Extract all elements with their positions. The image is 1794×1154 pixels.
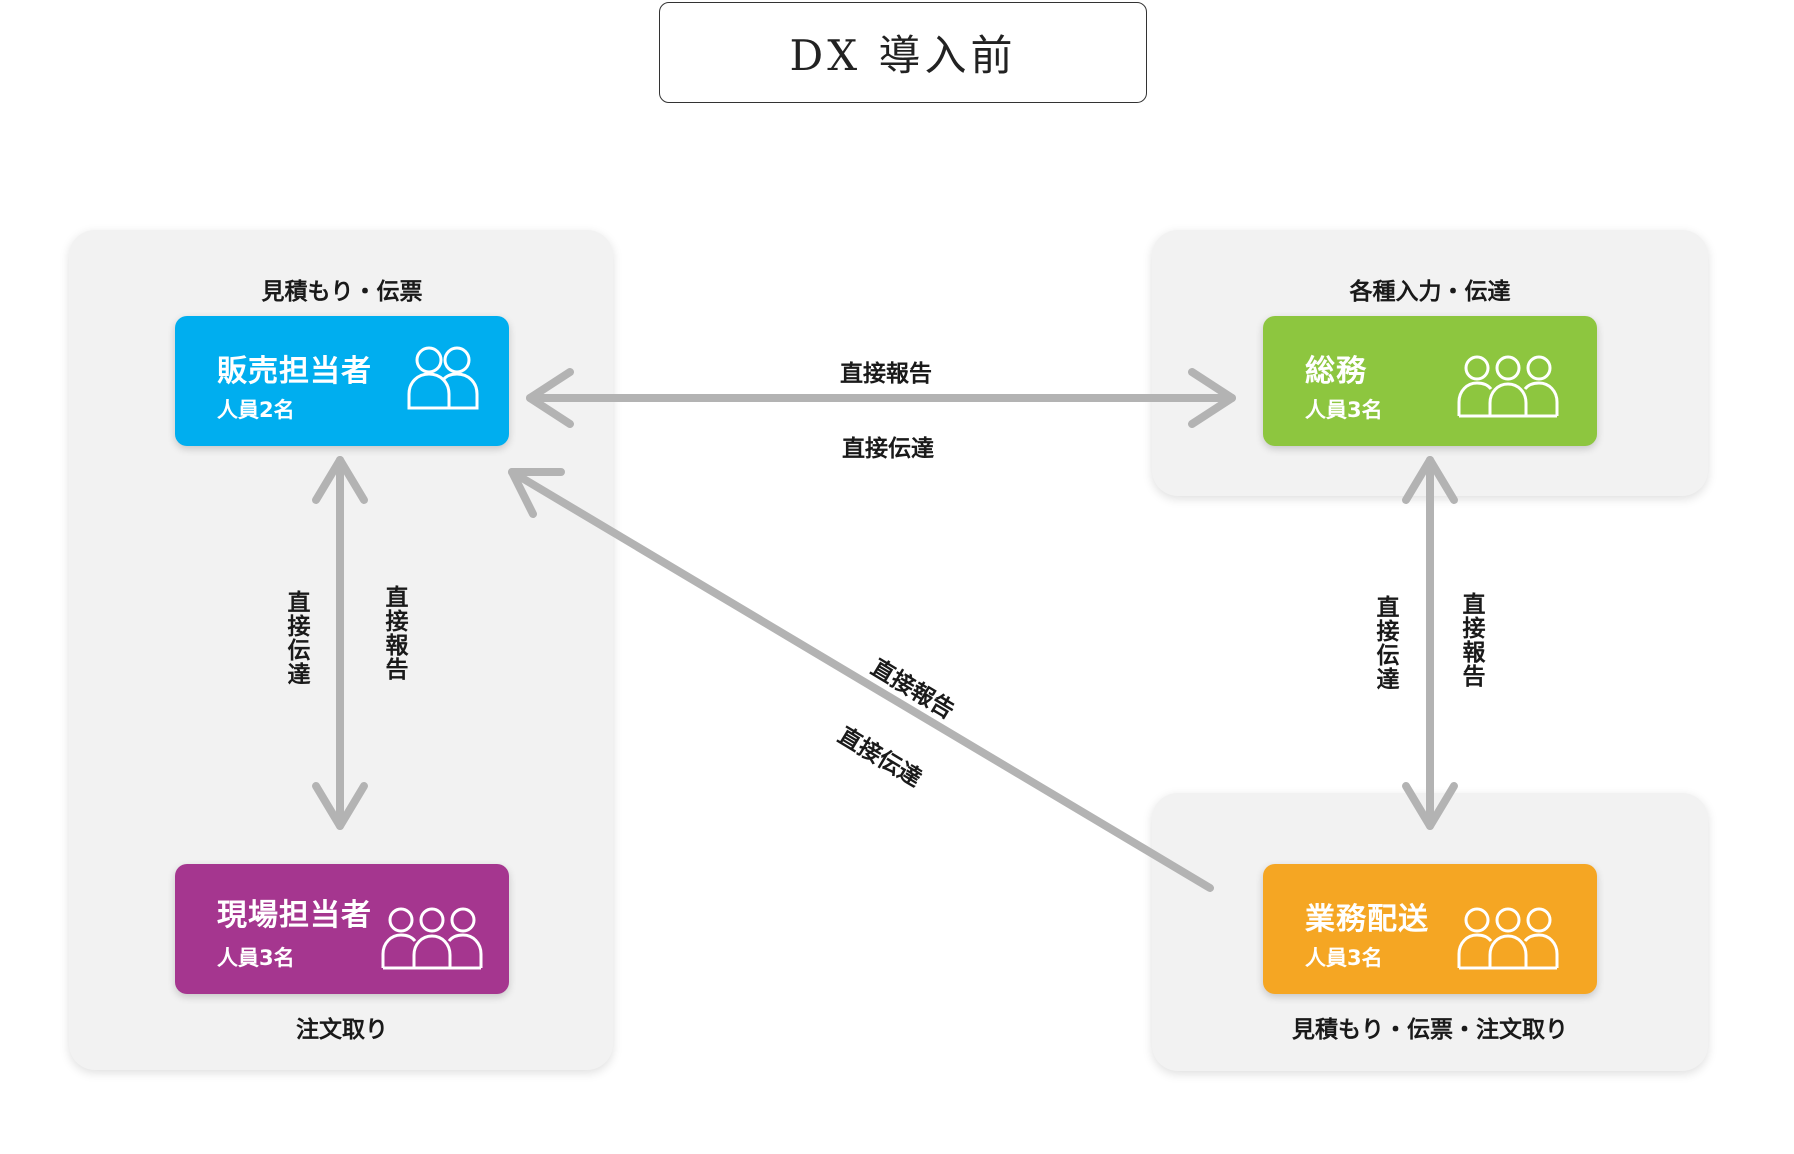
delivery-caption: 見積もり・伝票・注文取り (1292, 1017, 1568, 1043)
three-people-icon (381, 907, 483, 970)
two-people-icon (407, 346, 479, 410)
link-sales-field-left: 直接伝達 (283, 590, 309, 686)
link-general-delivery-right: 直接報告 (1458, 592, 1484, 688)
arrow-sales-general (526, 368, 1236, 428)
sales-caption: 見積もり・伝票 (261, 279, 423, 305)
general-card: 総務 人員3名 (1263, 316, 1597, 446)
arrow-general-delivery (1402, 456, 1458, 830)
link-sales-general-lower: 直接伝達 (842, 436, 934, 462)
field-card: 現場担当者 人員3名 (175, 864, 509, 994)
delivery-count: 人員3名 (1305, 946, 1383, 970)
page-title: DX 導入前 (659, 2, 1147, 103)
three-people-icon (1457, 907, 1559, 970)
general-name: 総務 (1305, 354, 1367, 389)
general-count: 人員3名 (1305, 398, 1383, 422)
arrow-sales-field (312, 456, 368, 830)
field-caption: 注文取り (296, 1017, 388, 1043)
general-caption: 各種入力・伝達 (1349, 279, 1511, 305)
field-count: 人員3名 (217, 946, 295, 970)
field-name: 現場担当者 (217, 898, 372, 933)
arrow-delivery-sales (508, 468, 1214, 892)
link-sales-field-right: 直接報告 (381, 585, 407, 681)
delivery-card: 業務配送 人員3名 (1263, 864, 1597, 994)
link-sales-general-upper: 直接報告 (840, 361, 932, 387)
sales-name: 販売担当者 (217, 354, 372, 389)
sales-card: 販売担当者 人員2名 (175, 316, 509, 446)
three-people-icon (1457, 355, 1559, 418)
link-general-delivery-left: 直接伝達 (1372, 595, 1398, 691)
delivery-name: 業務配送 (1305, 902, 1429, 937)
sales-count: 人員2名 (217, 398, 295, 422)
